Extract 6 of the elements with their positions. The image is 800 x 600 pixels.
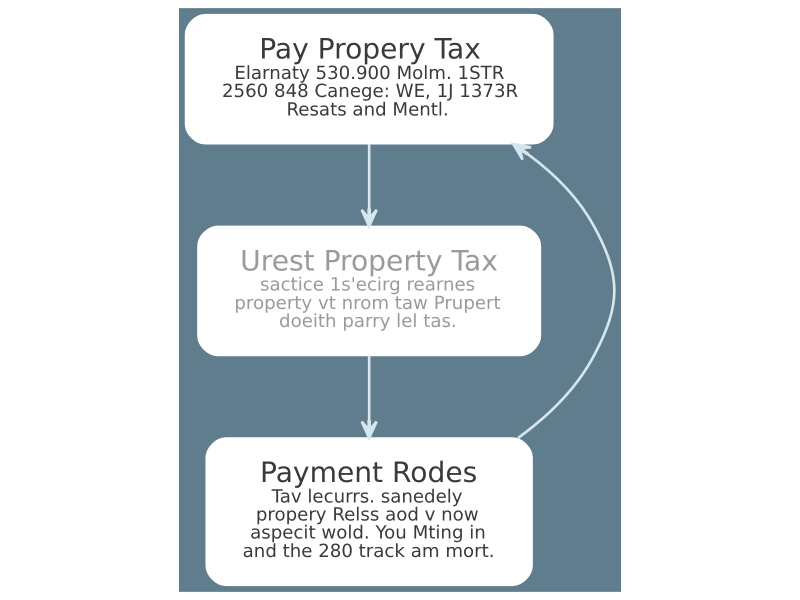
arrow bbox=[360, 144, 378, 228]
arrow bbox=[512, 142, 616, 440]
node-box: Urest Property Tax sactice 1s'ecirg rearnes property vt nrom taw Prupert doeith parry lel tas. bbox=[197, 226, 542, 356]
arrow bbox=[360, 355, 378, 440]
node-box: Payment Rodes Tav lecurrs. sanedely propery Relss aod v now aspecit wold. You Mting in and the 280 track am mort. bbox=[205, 437, 533, 586]
node-box: Pay Propery Tax Elarnaty 530.900 Molm. 1STR 2560 848 Canege: WE, 1J 1373R Resats and Mentl. bbox=[184, 14, 554, 145]
